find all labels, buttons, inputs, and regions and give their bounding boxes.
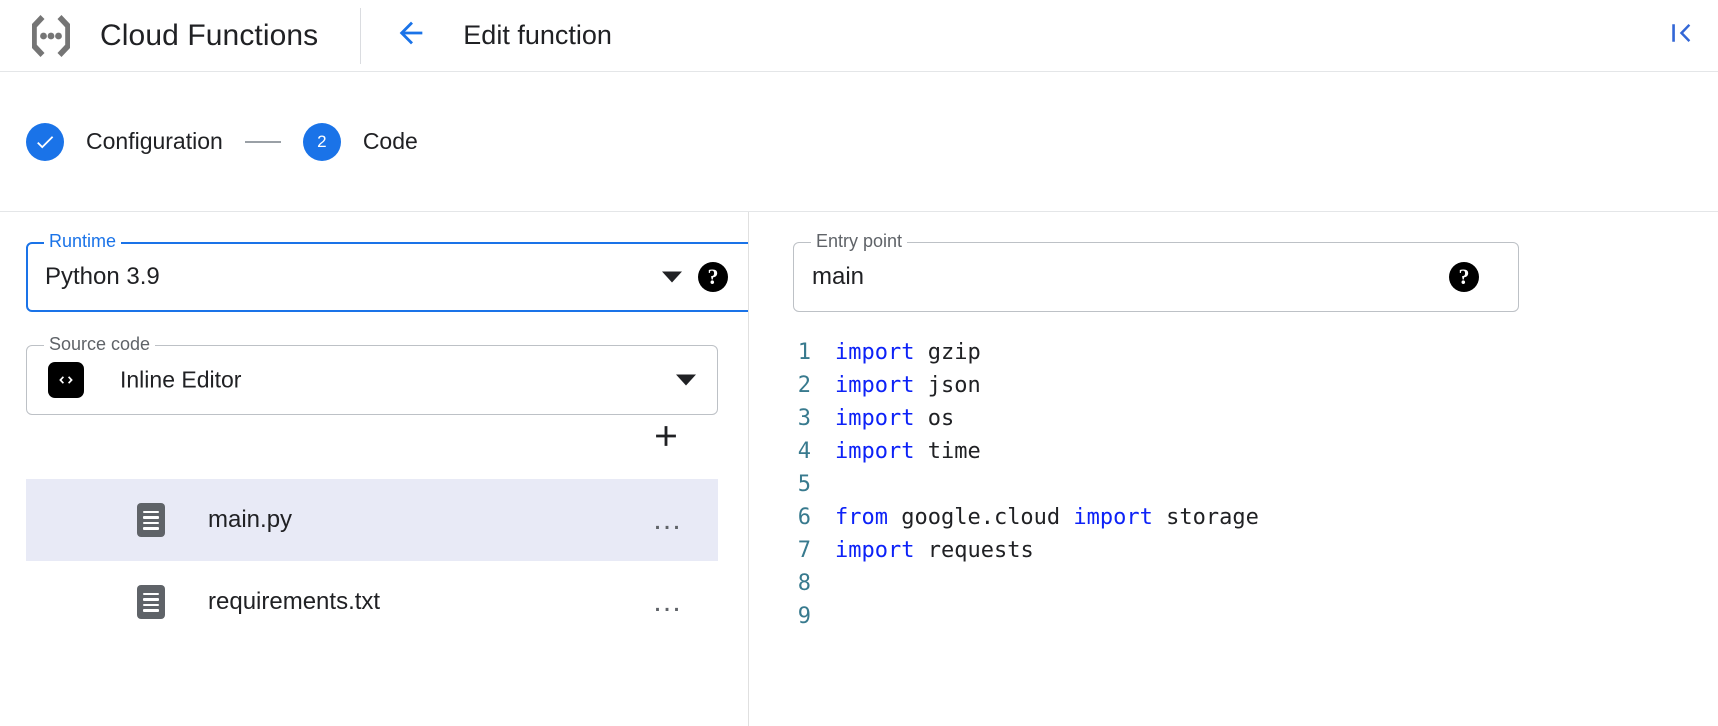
code-line: 8	[749, 567, 1718, 600]
file-description-icon	[137, 585, 165, 619]
source-code-value: Inline Editor	[120, 366, 242, 393]
step-code[interactable]: 2 Code	[302, 122, 418, 161]
chevron-down-icon[interactable]	[676, 374, 696, 386]
runtime-value: Python 3.9	[45, 263, 160, 290]
file-description-icon	[137, 503, 165, 537]
code-line: 2 import json	[749, 369, 1718, 402]
back-button[interactable]	[389, 14, 433, 58]
wizard-stepper: Configuration 2 Code	[0, 72, 1718, 212]
code-line: 7 import requests	[749, 534, 1718, 567]
code-line-text: import requests	[835, 538, 1034, 563]
code-line-text: import json	[835, 373, 981, 398]
step-code-label: Code	[362, 128, 418, 154]
chevron-down-icon[interactable]	[662, 271, 682, 283]
code-brackets-icon	[48, 362, 84, 398]
step-configuration-marker	[26, 122, 64, 161]
brand-title: Cloud Functions	[100, 18, 319, 52]
file-more-menu-button[interactable]: …	[652, 585, 684, 618]
line-number: 2	[797, 373, 811, 398]
line-number: 1	[797, 340, 811, 365]
runtime-help-icon[interactable]: ?	[698, 262, 728, 292]
file-row-requirements-txt[interactable]: requirements.txt …	[26, 561, 718, 643]
code-line-text: from google.cloud import storage	[835, 505, 1259, 530]
entry-point-label: Entry point	[811, 231, 908, 251]
runtime-select[interactable]: Runtime Python 3.9	[26, 231, 760, 312]
entry-point-input[interactable]: Entry point main ?	[793, 231, 1519, 312]
source-code-label: Source code	[44, 334, 156, 354]
collapse-panel-button[interactable]	[1662, 16, 1702, 56]
line-number: 3	[797, 406, 811, 431]
cloud-functions-logo-icon	[24, 9, 78, 63]
code-line: 4 import time	[749, 435, 1718, 468]
entry-point-outline	[793, 242, 1519, 312]
file-row-main-py[interactable]: main.py …	[26, 479, 718, 561]
add-file-button[interactable]	[640, 412, 692, 464]
app-header: Cloud Functions Edit function	[0, 0, 1718, 72]
line-number: 8	[797, 571, 811, 596]
code-line-text: import os	[835, 406, 955, 431]
brand-area[interactable]: Cloud Functions	[0, 0, 318, 71]
source-file-list: main.py … requirements.txt …	[26, 479, 718, 643]
source-code-select[interactable]: Source code Inline Editor	[26, 334, 718, 415]
step-configuration-label: Configuration	[86, 128, 223, 154]
file-name: main.py	[208, 506, 293, 533]
runtime-label: Runtime	[44, 231, 122, 251]
step-code-marker: 2	[302, 122, 341, 161]
code-line: 9	[749, 600, 1718, 633]
code-line: 5	[749, 468, 1718, 501]
line-number: 7	[797, 538, 811, 563]
code-line-text: import gzip	[835, 340, 981, 365]
line-number: 4	[797, 439, 811, 464]
arrow-left-icon	[394, 16, 428, 55]
step-configuration[interactable]: Configuration	[26, 122, 223, 161]
line-number: 6	[797, 505, 811, 530]
body-area: Runtime Python 3.9 ? Source code Inline …	[0, 212, 1718, 726]
header-divider	[360, 7, 362, 64]
entry-point-value: main	[812, 263, 865, 290]
right-editor-pane: Entry point main ? 1 import gzip 2 import j…	[748, 212, 1718, 726]
file-name: requirements.txt	[208, 588, 381, 615]
file-more-menu-button[interactable]: …	[652, 503, 684, 536]
line-number: 9	[797, 604, 811, 629]
plus-icon	[649, 419, 683, 458]
step-connector	[244, 140, 281, 143]
left-config-pane: Runtime Python 3.9 ? Source code Inline …	[0, 212, 760, 726]
code-line: 1 import gzip	[749, 336, 1718, 369]
first-page-icon	[1667, 18, 1697, 53]
check-icon	[37, 135, 54, 148]
entry-point-help-icon[interactable]: ?	[1449, 262, 1479, 292]
inline-code-editor[interactable]: 1 import gzip 2 import json 3 import os 4 impor…	[749, 336, 1718, 726]
page-title: Edit function	[463, 20, 612, 50]
code-line: 3 import os	[749, 402, 1718, 435]
code-line-text: import time	[835, 439, 981, 464]
line-number: 5	[797, 472, 811, 497]
code-line: 6 from google.cloud import storage	[749, 501, 1718, 534]
